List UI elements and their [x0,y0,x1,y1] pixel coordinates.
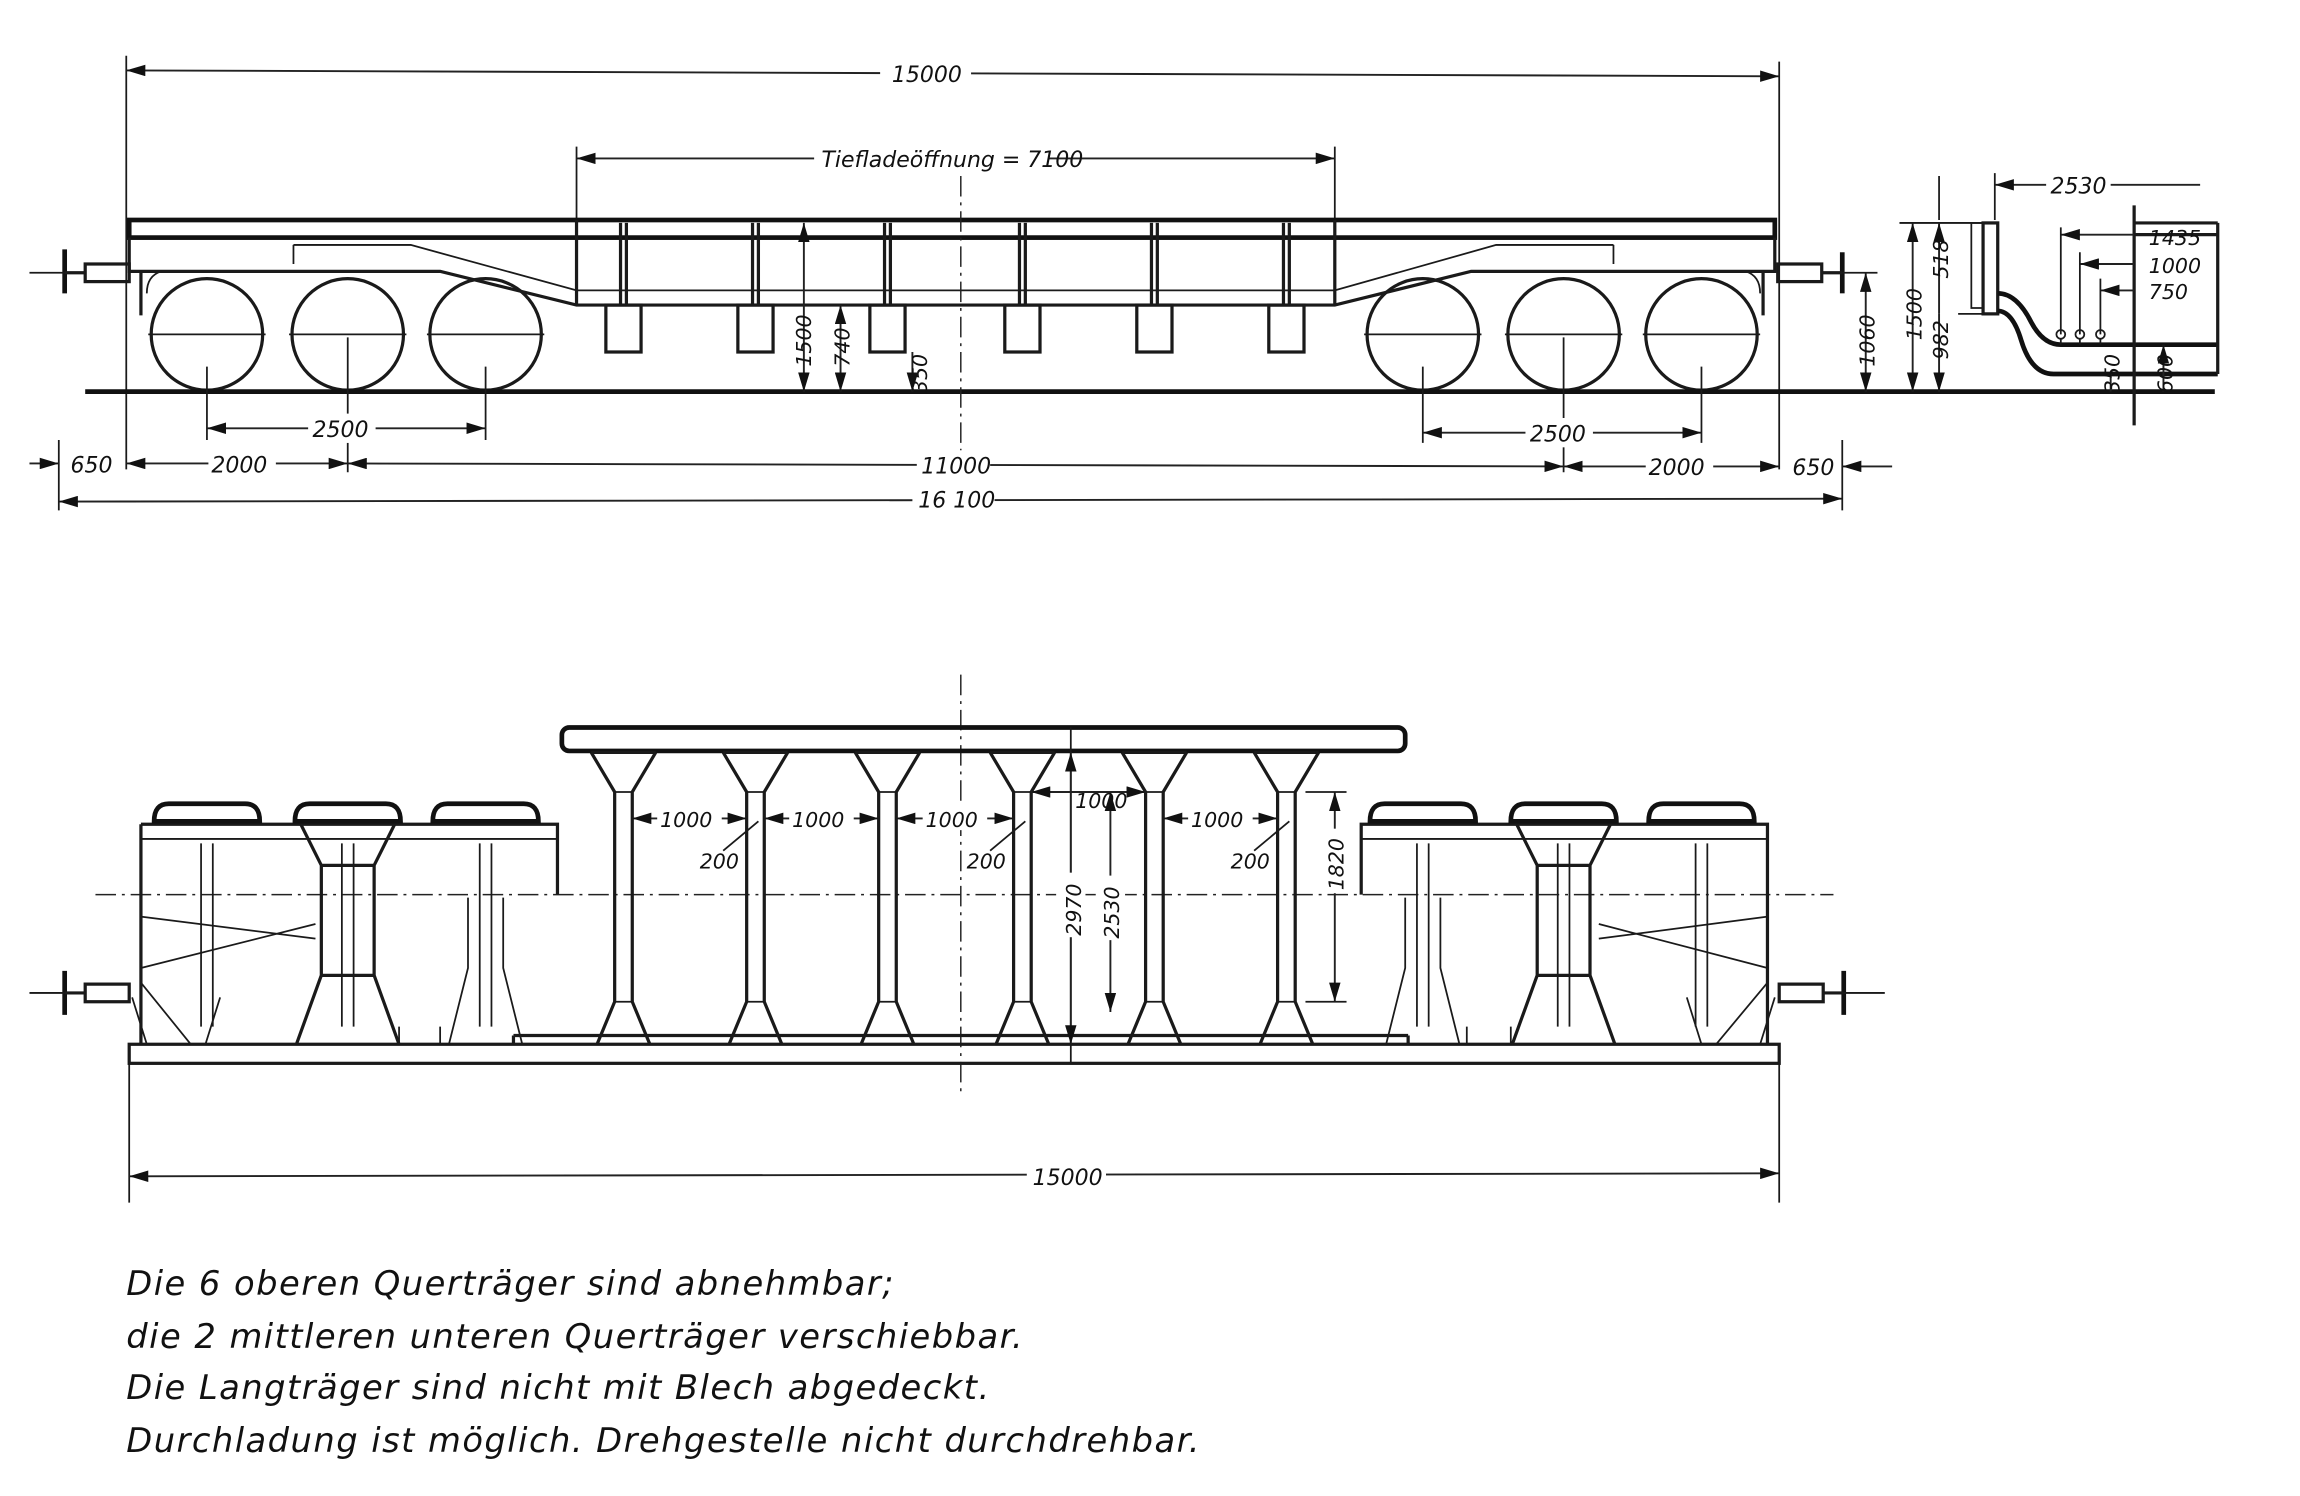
cross-beam [853,750,922,1045]
dim-label-bogie-left: 2500 [313,418,369,443]
cross-post-foot [604,303,643,354]
section-height-982: 982 [1929,320,1953,359]
bogie-pad [1508,801,1619,824]
dim-label-bogie-right: 2500 [1530,422,1586,447]
buffer-left-plan [62,970,131,1015]
gauge-label-1435: 1435 [2149,226,2201,250]
bogie-bolster [1510,823,1617,1045]
dim-label-650-left: 650 [71,453,113,478]
cross-post-foot [1267,303,1306,354]
section-height-518: 518 [1929,239,1953,278]
bogie-bolster [294,823,401,1045]
dim-label-650-right: 650 [1792,456,1834,481]
cross-beam [988,750,1057,1045]
dim-label-2000-left: 2000 [211,453,267,478]
cross-post [1017,222,1027,306]
note-line-3: Die Langträger sind nicht mit Blech abge… [126,1368,990,1407]
cross-beam [1120,750,1189,1045]
buffer-left [62,249,131,294]
section-floor-350: 350 [2100,354,2124,393]
bogie-pad [151,801,263,824]
cross-post-foot [1135,303,1174,354]
beam-width-label-200: 200 [967,849,1006,873]
width-label-2970: 2970 [1062,884,1086,936]
dim-label-11000: 11000 [921,455,991,480]
cross-post-foot [1003,303,1042,354]
side-view: 15000 Tiefladeöffnung = 7100 [29,55,2215,513]
dim-label-2000-right: 2000 [1649,456,1705,481]
buffer-right [1776,252,1845,294]
beam-width-label-200: 200 [1231,849,1270,873]
bogie-pad [1646,801,1757,824]
dim-label-low-opening: Tiefladeöffnung = 7100 [821,148,1083,173]
bogie-pad [292,801,403,824]
spacing-label-1000: 1000 [660,808,712,832]
dim-label-1500: 1500 [792,314,816,366]
cross-post [618,222,629,306]
end-crossmember [448,897,524,1045]
notes-block: Die 6 oberen Querträger sind abnehmbar; … [126,1264,1201,1460]
buffer-right-plan [1777,970,1847,1015]
cross-beam [721,750,790,1045]
dim-label-740: 740 [830,327,854,366]
spacing-label-1000: 1000 [1191,808,1243,832]
cross-post [750,222,761,306]
wagon-frame-side [126,217,1778,316]
bogie-pad [1367,801,1478,824]
frame-plan [127,822,1781,1065]
note-line-4: Durchladung ist möglich. Drehgestelle ni… [126,1421,1201,1460]
gauge-label-750: 750 [2149,280,2188,304]
cross-post [1281,222,1291,306]
dim-label-2530-section: 2530 [2051,175,2107,200]
upper-load-plate [559,725,1408,754]
cross-beam [1252,750,1321,1045]
spacing-label-1000: 1000 [792,808,844,832]
note-line-1: Die 6 oberen Querträger sind abnehmbar; [126,1264,895,1303]
plan-view: 1000 1000 1000 1000 200 200 200 2970 2530 1820… [29,674,1885,1203]
width-label-2530: 2530 [1100,886,1124,938]
cross-post [1149,222,1159,306]
spacing-label-top-1000: 1000 [1075,789,1127,813]
cross-post [882,222,893,306]
cross-section-detail: 2530 1435 1000 750 1500 518 982 350 600 [1899,170,2220,426]
dim-label-15000: 15000 [892,63,962,88]
cross-beam [589,750,658,1045]
dim-label-1060: 1060 [1856,314,1880,366]
bogie-pad [430,801,541,824]
width-label-1820: 1820 [1325,838,1349,890]
dim-label-350: 350 [908,354,932,393]
section-floor-600: 600 [2153,354,2177,393]
cross-post-foot [868,303,907,354]
dim-label-15000-plan: 15000 [1033,1166,1103,1191]
beam-width-label-200: 200 [700,849,739,873]
end-crossmember [1385,897,1461,1045]
cross-post-foot [736,303,775,354]
spacing-label-1000: 1000 [926,808,978,832]
gauge-label-1000: 1000 [2149,254,2201,278]
note-line-2: die 2 mittleren unteren Querträger versc… [126,1317,1024,1356]
dim-label-16100: 16 100 [918,488,995,513]
section-height-1500: 1500 [1902,288,1926,340]
